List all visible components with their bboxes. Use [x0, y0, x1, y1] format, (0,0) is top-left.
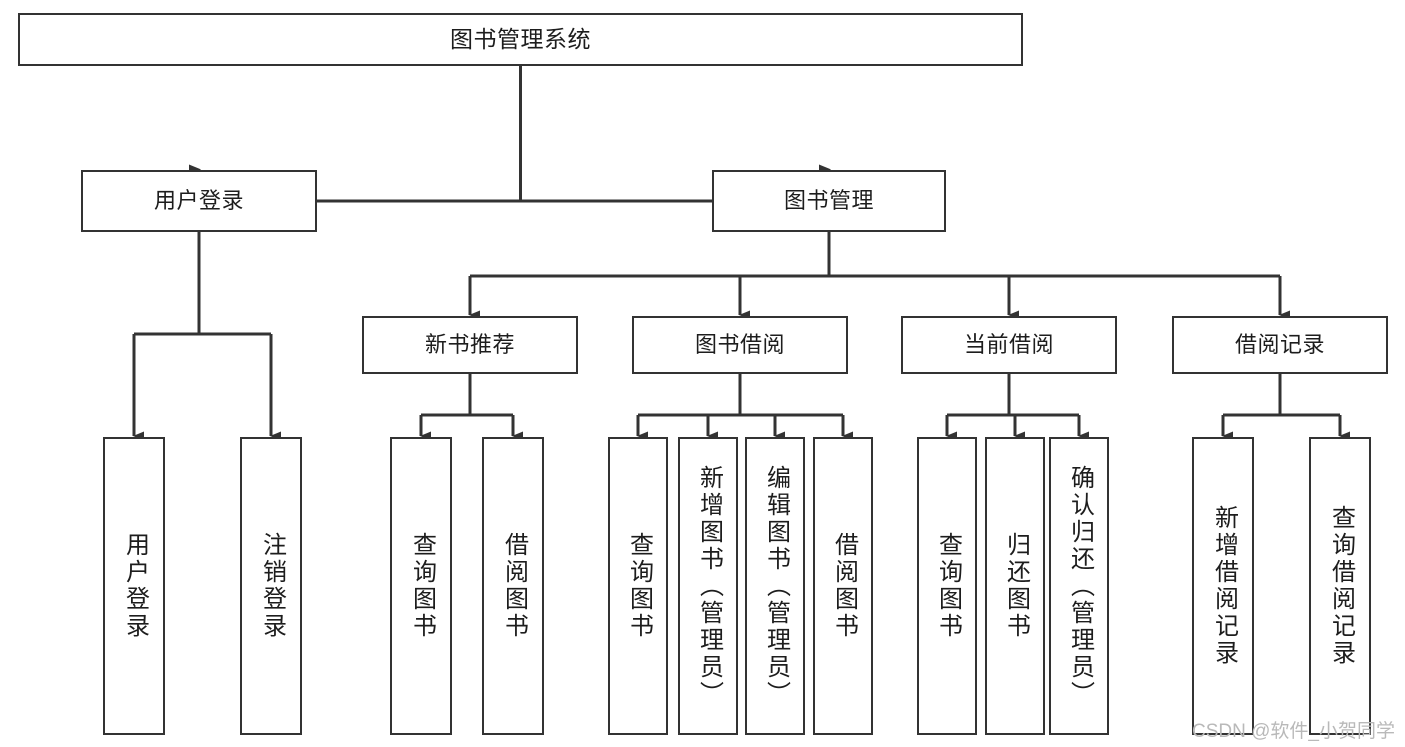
node-borrow-record[interactable]: 借阅记录 [1172, 316, 1388, 374]
node-label: 查询图书 [934, 532, 962, 640]
node-leaf-confirm-return[interactable]: 确认归还（管理员） [1049, 437, 1109, 735]
node-label: 图书借阅 [694, 331, 785, 357]
node-label: 新书推荐 [424, 331, 515, 357]
node-label: 新增图书（管理员） [695, 464, 723, 708]
node-label: 借阅图书 [830, 532, 858, 640]
node-label: 查询图书 [625, 532, 653, 640]
node-leaf-logout[interactable]: 注销登录 [240, 437, 302, 735]
node-leaf-borrow-book-2[interactable]: 借阅图书 [813, 437, 873, 735]
node-label: 图书管理 [783, 187, 874, 213]
node-leaf-query-book-2[interactable]: 查询图书 [608, 437, 668, 735]
node-book-manage[interactable]: 图书管理 [712, 170, 946, 232]
node-label: 借阅记录 [1234, 331, 1325, 357]
node-leaf-add-book[interactable]: 新增图书（管理员） [678, 437, 738, 735]
watermark: CSDN @软件_小贺同学 [1192, 721, 1395, 742]
node-leaf-add-record[interactable]: 新增借阅记录 [1192, 437, 1254, 735]
node-root[interactable]: 图书管理系统 [18, 13, 1023, 66]
node-leaf-query-record[interactable]: 查询借阅记录 [1309, 437, 1371, 735]
node-label: 用户登录 [153, 187, 244, 213]
node-label: 查询借阅记录 [1327, 505, 1355, 667]
node-leaf-borrow-book-1[interactable]: 借阅图书 [482, 437, 544, 735]
node-leaf-query-book-1[interactable]: 查询图书 [390, 437, 452, 735]
node-label: 新增借阅记录 [1210, 505, 1238, 667]
node-leaf-edit-book[interactable]: 编辑图书（管理员） [745, 437, 805, 735]
node-label: 确认归还（管理员） [1066, 464, 1094, 708]
node-label: 图书管理系统 [450, 25, 591, 52]
node-label: 编辑图书（管理员） [762, 464, 790, 708]
node-new-book-rec[interactable]: 新书推荐 [362, 316, 578, 374]
node-leaf-query-book-3[interactable]: 查询图书 [917, 437, 977, 735]
node-leaf-user-login[interactable]: 用户登录 [103, 437, 165, 735]
node-user-login[interactable]: 用户登录 [81, 170, 317, 232]
node-label: 借阅图书 [500, 532, 528, 640]
node-label: 查询图书 [408, 532, 436, 640]
node-book-borrow[interactable]: 图书借阅 [632, 316, 848, 374]
node-current-borrow[interactable]: 当前借阅 [901, 316, 1117, 374]
node-label: 当前借阅 [963, 331, 1054, 357]
node-label: 用户登录 [121, 532, 149, 640]
node-label: 归还图书 [1002, 532, 1030, 640]
node-label: 注销登录 [258, 532, 286, 640]
node-leaf-return-book[interactable]: 归还图书 [985, 437, 1045, 735]
